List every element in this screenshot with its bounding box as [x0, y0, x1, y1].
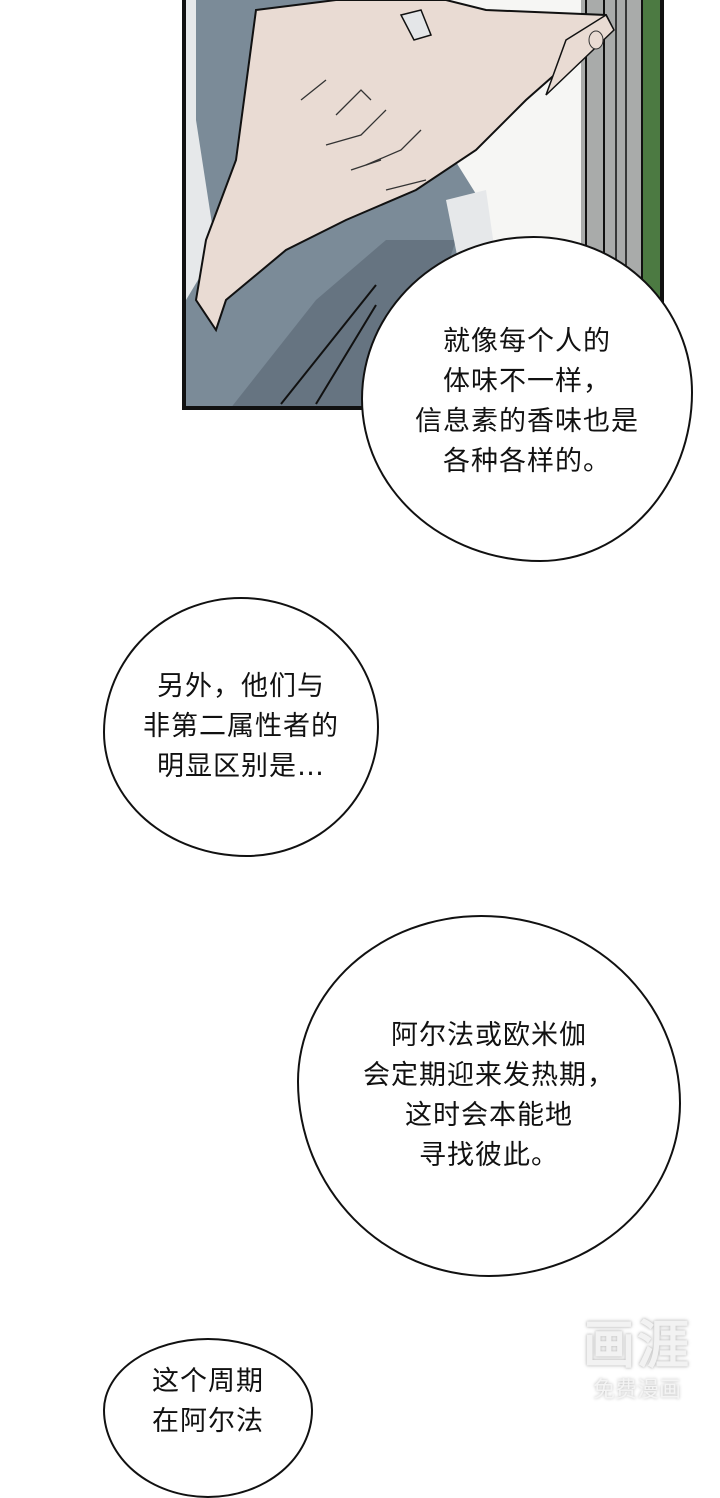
bubble-1-text: 就像每个人的 体味不一样， 信息素的香味也是 各种各样的。 — [415, 326, 639, 477]
speech-bubble-2: 另外，他们与 非第二属性者的 明显区别是… — [103, 597, 379, 857]
speech-bubble-4: 这个周期 在阿尔法 — [103, 1338, 313, 1498]
speech-bubble-3: 阿尔法或欧米伽 会定期迎来发热期， 这时会本能地 寻找彼此。 — [297, 915, 681, 1277]
speech-bubble-1: 就像每个人的 体味不一样， 信息素的香味也是 各种各样的。 — [361, 236, 693, 562]
bubble-3-text: 阿尔法或欧米伽 会定期迎来发热期， 这时会本能地 寻找彼此。 — [363, 1020, 615, 1171]
watermark: 画涯 免费漫画 — [562, 1316, 712, 1426]
bubble-4-text: 这个周期 在阿尔法 — [152, 1366, 264, 1437]
watermark-logo: 画涯 — [582, 1316, 691, 1376]
hand-illustration — [186, 0, 660, 406]
bubble-2-text: 另外，他们与 非第二属性者的 明显区别是… — [143, 671, 339, 782]
comic-panel-hand — [182, 0, 664, 410]
watermark-subtitle: 免费漫画 — [592, 1378, 681, 1403]
